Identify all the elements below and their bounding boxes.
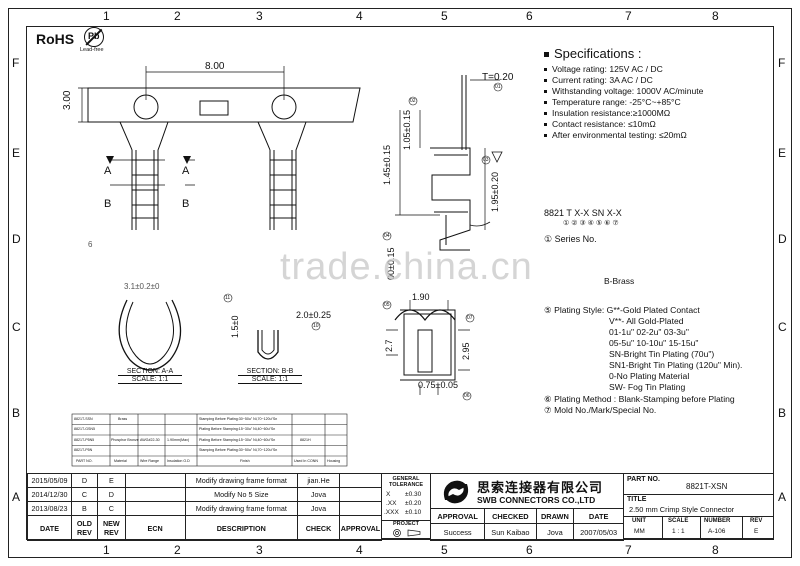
col-4: 4 — [356, 9, 363, 23]
col-8-bottom: 8 — [712, 543, 719, 557]
spec-item: Contact resistance: ≤10mΩ — [544, 119, 656, 129]
col-1-bottom: 1 — [103, 543, 110, 557]
section-bb-shape — [257, 330, 279, 360]
part-code-marks: ① ② ③ ④ ⑤ ⑥ ⑦ — [563, 220, 619, 227]
col-8: 8 — [712, 9, 719, 23]
row-f-left: F — [12, 56, 20, 70]
series-note: ① Series No. — [544, 234, 597, 244]
row-d-right: D — [778, 232, 787, 246]
dim-15: 1.5±0 — [230, 315, 240, 338]
side-view — [461, 75, 467, 150]
parts-table-grid — [71, 413, 348, 467]
plating-line: SN-Bright Tin Plating (70u") — [609, 349, 715, 359]
part-code: 8821 T X-X SN X-X — [544, 208, 622, 218]
carrier-strip — [87, 87, 361, 123]
spec-item: Voltage rating: 125V AC / DC — [544, 64, 663, 74]
lead-free-icon: Pb — [84, 27, 104, 47]
terminal-left — [119, 121, 169, 230]
dim-height: 3.00 — [62, 90, 73, 110]
projection-symbol-icon — [393, 529, 421, 537]
section-a-right: A — [182, 165, 190, 177]
section-b-right: B — [182, 198, 190, 210]
section-aa-shape — [118, 299, 182, 371]
strip-window — [199, 100, 229, 116]
spec-item: Temperature range: -25°C~+85°C — [544, 97, 681, 107]
row-e-right: E — [778, 146, 787, 160]
plating-line: 05-5u" 10-10u" 15-15u" — [609, 338, 699, 348]
dim-075: 0.75±0.05 — [418, 380, 458, 390]
col-6: 6 — [526, 9, 533, 23]
plating-line: 0-No Plating Material — [609, 371, 690, 381]
row-c-right: C — [778, 320, 787, 334]
col-3: 3 — [256, 9, 263, 23]
spec-item: Current rating: 3A AC / DC — [544, 75, 653, 85]
row-e-left: E — [12, 146, 21, 160]
dim-thickness: T=0.20 — [482, 72, 514, 83]
title-block: PART NO. 8821T-XSN TITLE 2.50 mm Crimp S… — [623, 473, 774, 540]
section-b-left: B — [104, 198, 112, 210]
dim-20: 2.0±0.25 — [296, 310, 331, 320]
col-2: 2 — [174, 9, 181, 23]
spec-item: After environmental testing: ≤20mΩ — [544, 130, 687, 140]
plating-line: V**- All Gold-Plated — [609, 316, 684, 326]
drawing-inner-frame — [26, 26, 774, 540]
row-c-left: C — [12, 320, 21, 334]
dim-105: 1.05±0.15 — [402, 110, 412, 150]
row-f-right: F — [778, 56, 786, 70]
dim-295: 2.95 — [461, 342, 471, 360]
b-brass-label: B-Brass — [604, 276, 635, 286]
col-1: 1 — [103, 9, 110, 23]
dim-275: 2.7 — [384, 339, 394, 352]
col-2-bottom: 2 — [174, 543, 181, 557]
rohs-label: RoHS — [36, 31, 75, 47]
company-block: 思索连接器有限公司 SWB CONNECTORS CO.,LTD — [430, 473, 624, 509]
row-b-left: B — [12, 406, 21, 420]
dim-195: 1.95±0.20 — [490, 172, 500, 212]
spec-item: Insulation resistance:≥1000MΩ — [544, 108, 670, 118]
dim-width: 8.00 — [205, 61, 225, 72]
row-a-left: A — [12, 490, 21, 504]
dim-6: 6 — [88, 240, 93, 249]
tolerance-block: GENERAL TOLERANCE X ±0.30 .XX ±0.20 .XXX… — [381, 473, 431, 539]
plating-line: ⑤ Plating Style: G**-Gold Plated Contact — [544, 305, 700, 315]
col-4-bottom: 4 — [356, 543, 363, 557]
row-a-right: A — [778, 490, 787, 504]
drawing-title: 2.50 mm Crimp Style Connector — [629, 505, 735, 514]
plating-method: ⑥ Plating Method : Blank-Stamping before… — [544, 394, 735, 404]
col-5: 5 — [441, 9, 448, 23]
section-aa-caption: SECTION: A-A SCALE: 1:1 — [118, 368, 182, 384]
plating-line: 01-1u" 02-2u" 03-3u" — [609, 327, 689, 337]
front-view — [400, 309, 456, 381]
company-logo-icon — [443, 480, 469, 504]
section-a-left: A — [104, 165, 112, 177]
section-bb-caption: SECTION: B-B SCALE: 1:1 — [238, 368, 302, 384]
col-7-bottom: 7 — [625, 543, 632, 557]
watermark: trade.china.cn — [280, 246, 533, 288]
row-d-left: D — [12, 232, 21, 246]
lead-free-label: Lead-free — [80, 47, 104, 53]
drawing-frame — [8, 8, 792, 558]
plating-line: SN1-Bright Tin Plating (120u" Min). — [609, 360, 743, 370]
dim-190: 1.90 — [412, 292, 430, 302]
plating-line: SW- Fog Tin Plating — [609, 382, 686, 392]
spec-title: Specifications : — [544, 46, 641, 61]
partial-dim: 3.1±0.2±0 — [124, 282, 160, 291]
spec-item: Withstanding voltage: 1000V AC/minute — [544, 86, 703, 96]
dim-145: 1.45±0.15 — [382, 145, 392, 185]
col-5-bottom: 5 — [441, 543, 448, 557]
col-3-bottom: 3 — [256, 543, 263, 557]
col-7: 7 — [625, 9, 632, 23]
mold-note: ⑦ Mold No./Mark/Special No. — [544, 405, 657, 415]
row-b-right: B — [778, 406, 787, 420]
part-number: 8821T-XSN — [686, 482, 728, 491]
col-6-bottom: 6 — [526, 543, 533, 557]
terminal-right — [257, 121, 307, 230]
